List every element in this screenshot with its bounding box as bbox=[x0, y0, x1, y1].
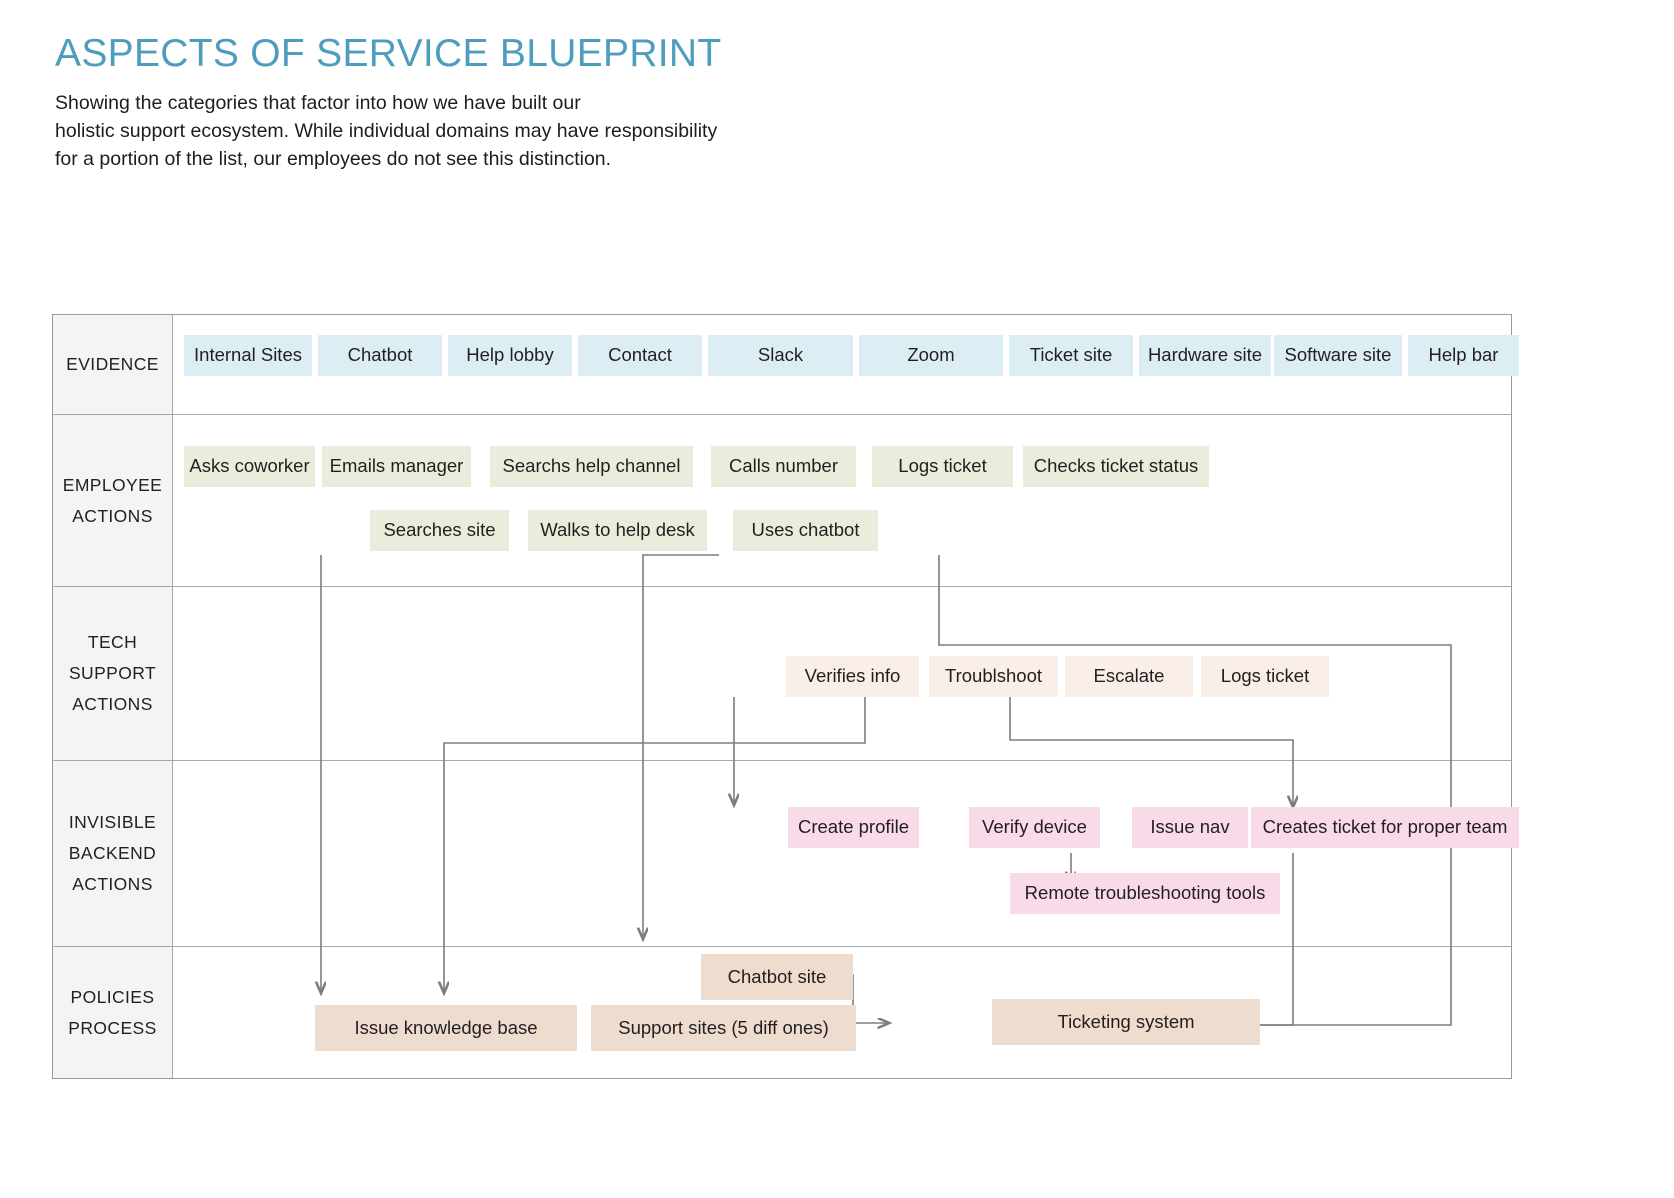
box-label: Calls number bbox=[729, 455, 838, 477]
policy-item-ticketing-system[interactable]: Ticketing system bbox=[992, 999, 1260, 1045]
box-label: Logs ticket bbox=[898, 455, 987, 477]
box-label: Internal Sites bbox=[194, 344, 302, 366]
box-label: Uses chatbot bbox=[751, 519, 860, 541]
page-subtitle: Showing the categories that factor into … bbox=[55, 91, 718, 171]
lane-label-line: ACTIONS bbox=[72, 874, 153, 894]
lane-label-tech-support-actions: TECH SUPPORT ACTIONS bbox=[53, 587, 172, 760]
tech-action-verifies-info[interactable]: Verifies info bbox=[786, 656, 919, 697]
lane-body-invisible-backend-actions: Create profile Verify device Issue nav C… bbox=[172, 761, 1519, 946]
box-label: Contact bbox=[608, 344, 672, 366]
box-label: Escalate bbox=[1093, 665, 1165, 687]
lane-evidence: EVIDENCE Internal Sites Chatbot Help lob… bbox=[53, 315, 1519, 415]
lane-label-line: ACTIONS bbox=[72, 694, 153, 714]
lane-divider bbox=[172, 761, 173, 946]
lane-label-line: BACKEND bbox=[68, 843, 157, 863]
evidence-item-zoom[interactable]: Zoom bbox=[859, 335, 1003, 376]
tech-action-troublshoot[interactable]: Troublshoot bbox=[929, 656, 1058, 697]
box-label: Verify device bbox=[982, 816, 1087, 838]
policy-item-support-sites[interactable]: Support sites (5 diff ones) bbox=[591, 1005, 856, 1051]
box-label: Software site bbox=[1284, 344, 1392, 366]
lane-label-evidence: EVIDENCE bbox=[53, 315, 172, 414]
backend-action-remote-troubleshooting-tools[interactable]: Remote troubleshooting tools bbox=[1010, 873, 1280, 914]
box-label: Asks coworker bbox=[189, 455, 310, 477]
lane-policies-process: POLICIES PROCESS Chatbot site Issue know… bbox=[53, 947, 1511, 1078]
evidence-item-ticket-site[interactable]: Ticket site bbox=[1009, 335, 1133, 376]
employee-action-searchs-help-channel[interactable]: Searchs help channel bbox=[490, 446, 693, 487]
evidence-item-internal-sites[interactable]: Internal Sites bbox=[184, 335, 312, 376]
lane-divider bbox=[172, 947, 173, 1078]
employee-action-emails-manager[interactable]: Emails manager bbox=[322, 446, 471, 487]
box-label: Support sites (5 diff ones) bbox=[618, 1016, 829, 1038]
page-header: ASPECTS OF SERVICE BLUEPRINT Showing the… bbox=[55, 32, 1055, 174]
box-label: Issue knowledge base bbox=[354, 1016, 538, 1038]
evidence-item-slack[interactable]: Slack bbox=[708, 335, 853, 376]
box-label: Help bar bbox=[1428, 344, 1499, 366]
lane-tech-support-actions: TECH SUPPORT ACTIONS Verifies info Troub… bbox=[53, 587, 1511, 761]
employee-action-uses-chatbot[interactable]: Uses chatbot bbox=[733, 510, 878, 551]
evidence-item-help-bar[interactable]: Help bar bbox=[1408, 335, 1519, 376]
backend-action-create-profile[interactable]: Create profile bbox=[788, 807, 919, 848]
backend-action-issue-nav[interactable]: Issue nav bbox=[1132, 807, 1248, 848]
lane-body-evidence: Internal Sites Chatbot Help lobby Contac… bbox=[172, 315, 1519, 414]
box-label: Hardware site bbox=[1147, 344, 1263, 366]
tech-action-logs-ticket[interactable]: Logs ticket bbox=[1201, 656, 1329, 697]
box-label: Ticketing system bbox=[1057, 1010, 1195, 1032]
evidence-item-contact[interactable]: Contact bbox=[578, 335, 702, 376]
evidence-item-help-lobby[interactable]: Help lobby bbox=[448, 335, 572, 376]
lane-label-line: EMPLOYEE bbox=[62, 474, 163, 495]
employee-action-asks-coworker[interactable]: Asks coworker bbox=[184, 446, 315, 487]
box-label: Remote troubleshooting tools bbox=[1024, 882, 1266, 904]
lane-label-line: POLICIES bbox=[70, 986, 155, 1007]
lane-label-employee-actions: EMPLOYEE ACTIONS bbox=[53, 415, 172, 586]
box-label: Chatbot bbox=[347, 344, 413, 366]
lane-body-policies-process: Chatbot site Issue knowledge base Suppor… bbox=[172, 947, 1511, 1078]
evidence-item-hardware-site[interactable]: Hardware site bbox=[1139, 335, 1271, 376]
employee-action-walks-to-help-desk[interactable]: Walks to help desk bbox=[528, 510, 707, 551]
box-label: Creates ticket for proper team bbox=[1262, 816, 1508, 838]
lane-divider bbox=[172, 315, 173, 414]
lane-label-line: SUPPORT bbox=[68, 663, 157, 683]
evidence-item-software-site[interactable]: Software site bbox=[1274, 335, 1402, 376]
lane-divider bbox=[172, 415, 173, 586]
box-label: Chatbot site bbox=[727, 965, 827, 987]
lane-label-line: PROCESS bbox=[68, 1017, 157, 1038]
policy-item-issue-knowledge-base[interactable]: Issue knowledge base bbox=[315, 1005, 577, 1051]
lane-label-line: TECH bbox=[87, 632, 138, 652]
lane-label-line: INVISIBLE bbox=[68, 812, 157, 832]
box-label: Create profile bbox=[797, 816, 910, 838]
lane-label-line: EVIDENCE bbox=[66, 354, 159, 374]
lane-body-employee-actions: Asks coworker Emails manager Searchs hel… bbox=[172, 415, 1511, 586]
backend-action-verify-device[interactable]: Verify device bbox=[969, 807, 1100, 848]
box-label: Zoom bbox=[907, 344, 955, 366]
employee-action-searches-site[interactable]: Searches site bbox=[370, 510, 509, 551]
box-label: Troublshoot bbox=[944, 665, 1042, 687]
lane-label-policies-process: POLICIES PROCESS bbox=[53, 947, 172, 1078]
employee-action-logs-ticket[interactable]: Logs ticket bbox=[872, 446, 1013, 487]
page-title: ASPECTS OF SERVICE BLUEPRINT bbox=[55, 32, 722, 75]
lane-divider bbox=[172, 587, 173, 760]
box-label: Logs ticket bbox=[1220, 665, 1310, 687]
lane-body-tech-support-actions: Verifies info Troublshoot Escalate Logs … bbox=[172, 587, 1511, 760]
box-label: Checks ticket status bbox=[1033, 455, 1199, 477]
employee-action-checks-ticket-status[interactable]: Checks ticket status bbox=[1023, 446, 1209, 487]
employee-action-calls-number[interactable]: Calls number bbox=[711, 446, 856, 487]
box-label: Verifies info bbox=[804, 665, 901, 687]
lane-label-invisible-backend-actions: INVISIBLE BACKEND ACTIONS bbox=[53, 761, 172, 946]
policy-item-chatbot-site[interactable]: Chatbot site bbox=[701, 954, 853, 1000]
evidence-item-chatbot[interactable]: Chatbot bbox=[318, 335, 442, 376]
box-label: Emails manager bbox=[329, 455, 464, 477]
box-label: Issue nav bbox=[1150, 816, 1230, 838]
box-label: Walks to help desk bbox=[540, 519, 695, 541]
lane-label-line: ACTIONS bbox=[72, 505, 153, 526]
box-label: Ticket site bbox=[1029, 344, 1113, 366]
lane-invisible-backend-actions: INVISIBLE BACKEND ACTIONS Create profile… bbox=[53, 761, 1519, 947]
box-label: Searchs help channel bbox=[502, 455, 681, 477]
tech-action-escalate[interactable]: Escalate bbox=[1065, 656, 1193, 697]
lane-employee-actions: EMPLOYEE ACTIONS Asks coworker Emails ma… bbox=[53, 415, 1511, 587]
box-label: Slack bbox=[757, 344, 804, 366]
backend-action-creates-ticket-for-proper-team[interactable]: Creates ticket for proper team bbox=[1251, 807, 1519, 848]
box-label: Searches site bbox=[383, 519, 496, 541]
box-label: Help lobby bbox=[466, 344, 554, 366]
service-blueprint-diagram: EVIDENCE Internal Sites Chatbot Help lob… bbox=[52, 314, 1519, 1079]
